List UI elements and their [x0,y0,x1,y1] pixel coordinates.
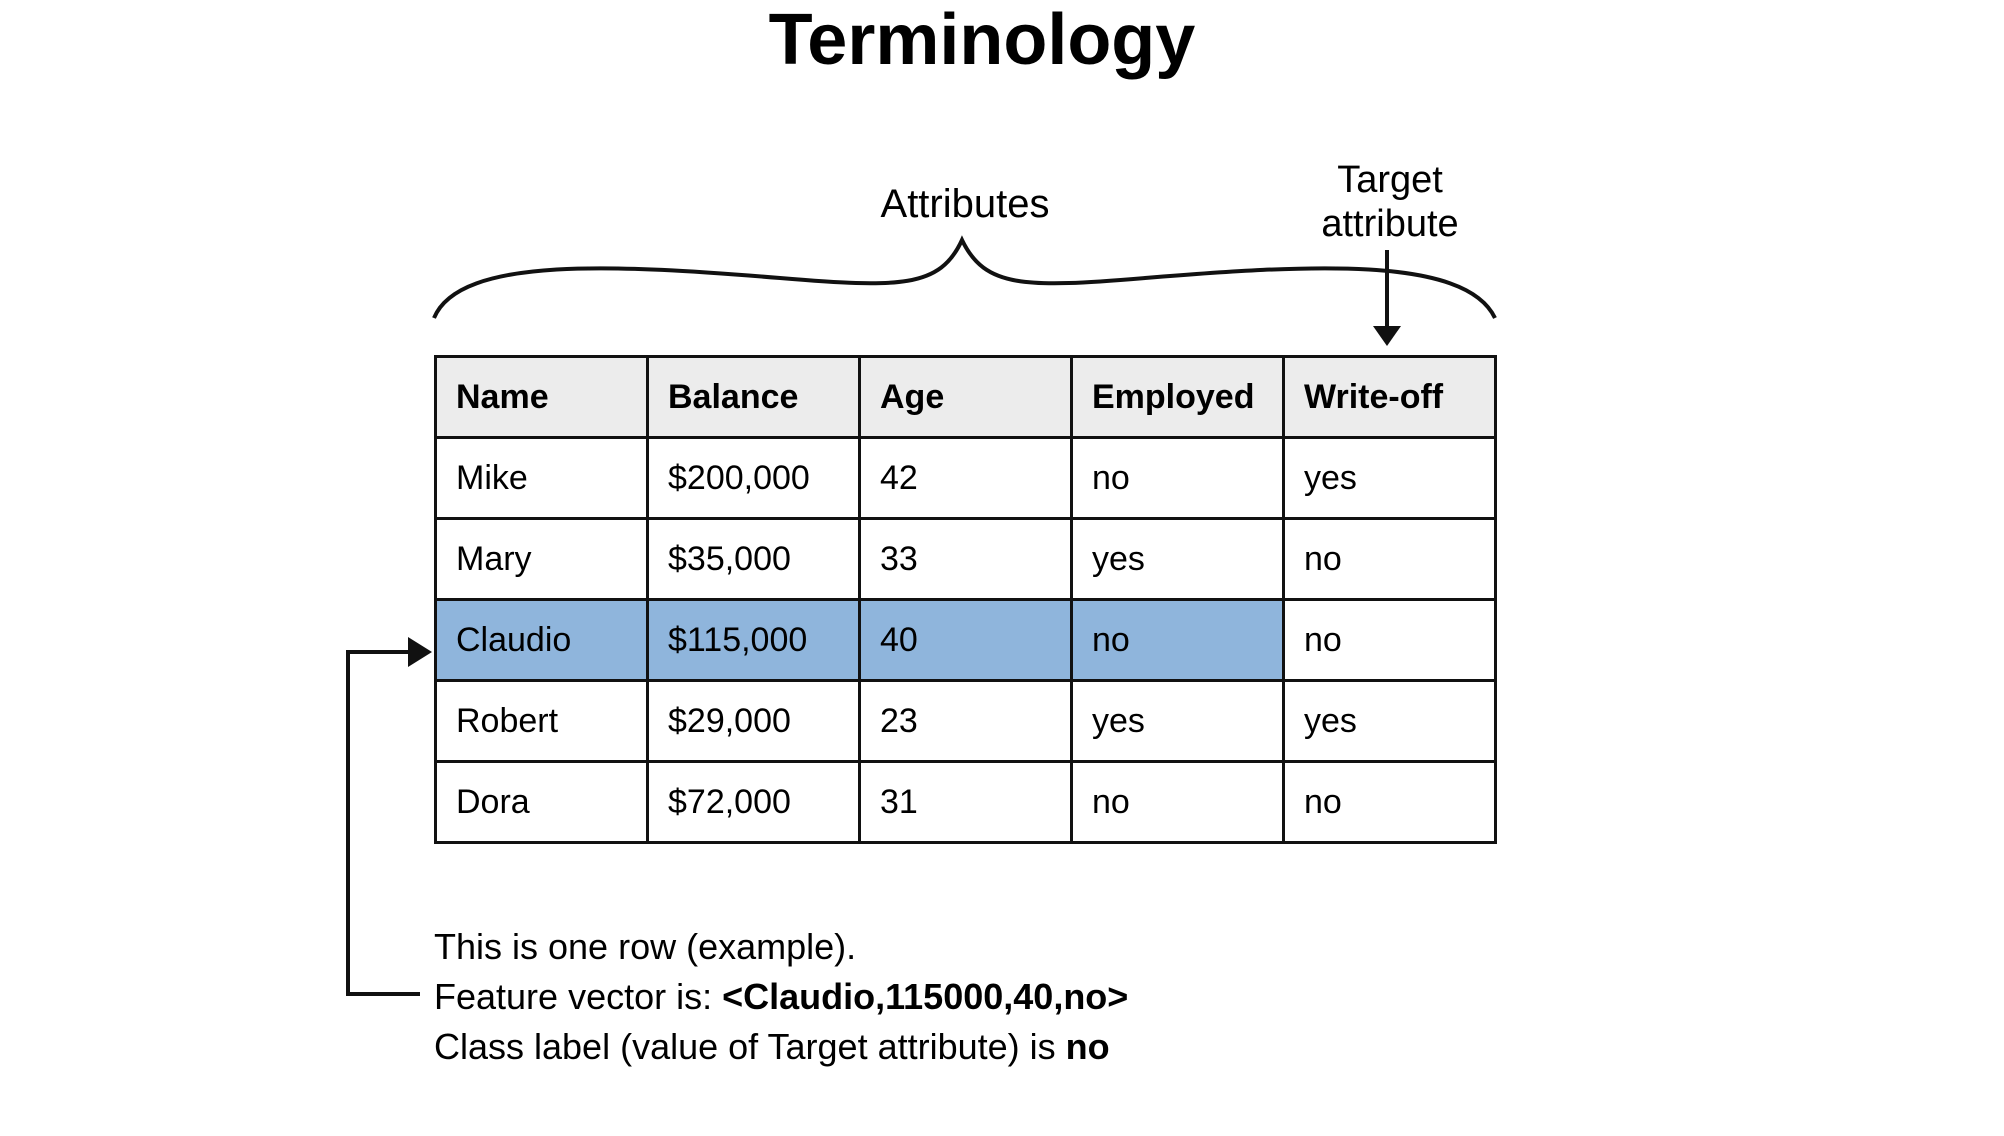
header-employed: Employed [1070,355,1285,439]
header-balance: Balance [646,355,861,439]
cell-balance: $29,000 [646,679,861,763]
cell-age: 33 [858,517,1073,601]
cell-employed: yes [1070,517,1285,601]
cell-age: 42 [858,436,1073,520]
note-line-3-text: Class label (value of Target attribute) … [434,1026,1066,1067]
cell-employed: yes [1070,679,1285,763]
cell-name: Mike [434,436,649,520]
cell-balance: $72,000 [646,760,861,844]
table-row: Mike $200,000 42 no yes [434,436,1497,520]
cell-balance: $200,000 [646,436,861,520]
cell-age: 23 [858,679,1073,763]
cell-write-off: no [1282,760,1497,844]
note-line-2: Feature vector is: <Claudio,115000,40,no… [434,972,1128,1022]
header-age: Age [858,355,1073,439]
data-table: Name Balance Age Employed Write-off Mike… [434,355,1497,844]
cell-name: Mary [434,517,649,601]
target-label-line2: attribute [1321,203,1459,245]
cell-write-off: yes [1282,436,1497,520]
cell-age: 40 [858,598,1073,682]
table-row: Mary $35,000 33 yes no [434,517,1497,601]
table-row: Robert $29,000 23 yes yes [434,679,1497,763]
header-name: Name [434,355,649,439]
cell-name: Robert [434,679,649,763]
cell-balance: $35,000 [646,517,861,601]
note-line-1: This is one row (example). [434,926,857,967]
cell-name: Claudio [434,598,649,682]
explanation-notes: This is one row (example). Feature vecto… [434,922,1128,1072]
cell-employed: no [1070,598,1285,682]
page-title: Terminology [768,0,1196,80]
cell-write-off: no [1282,517,1497,601]
target-arrow-head [1373,326,1401,346]
cell-employed: no [1070,760,1285,844]
attributes-brace [432,235,1497,319]
note-line-2-text: Feature vector is: [434,976,723,1017]
attributes-label: Attributes [880,182,1050,226]
cell-write-off: no [1282,598,1497,682]
row-pointer-arrow-head [408,637,432,667]
table-header-row: Name Balance Age Employed Write-off [434,355,1497,439]
cell-age: 31 [858,760,1073,844]
feature-vector: <Claudio,115000,40,no> [722,976,1129,1017]
target-attribute-label: Target attribute [1290,158,1490,246]
row-pointer-line [346,650,420,996]
class-label-value: no [1065,1026,1110,1067]
cell-employed: no [1070,436,1285,520]
target-label-line1: Target [1337,159,1443,201]
table-row: Dora $72,000 31 no no [434,760,1497,844]
header-write-off: Write-off [1282,355,1497,439]
cell-write-off: yes [1282,679,1497,763]
cell-name: Dora [434,760,649,844]
note-line-3: Class label (value of Target attribute) … [434,1022,1128,1072]
table-row-highlighted: Claudio $115,000 40 no no [434,598,1497,682]
cell-balance: $115,000 [646,598,861,682]
